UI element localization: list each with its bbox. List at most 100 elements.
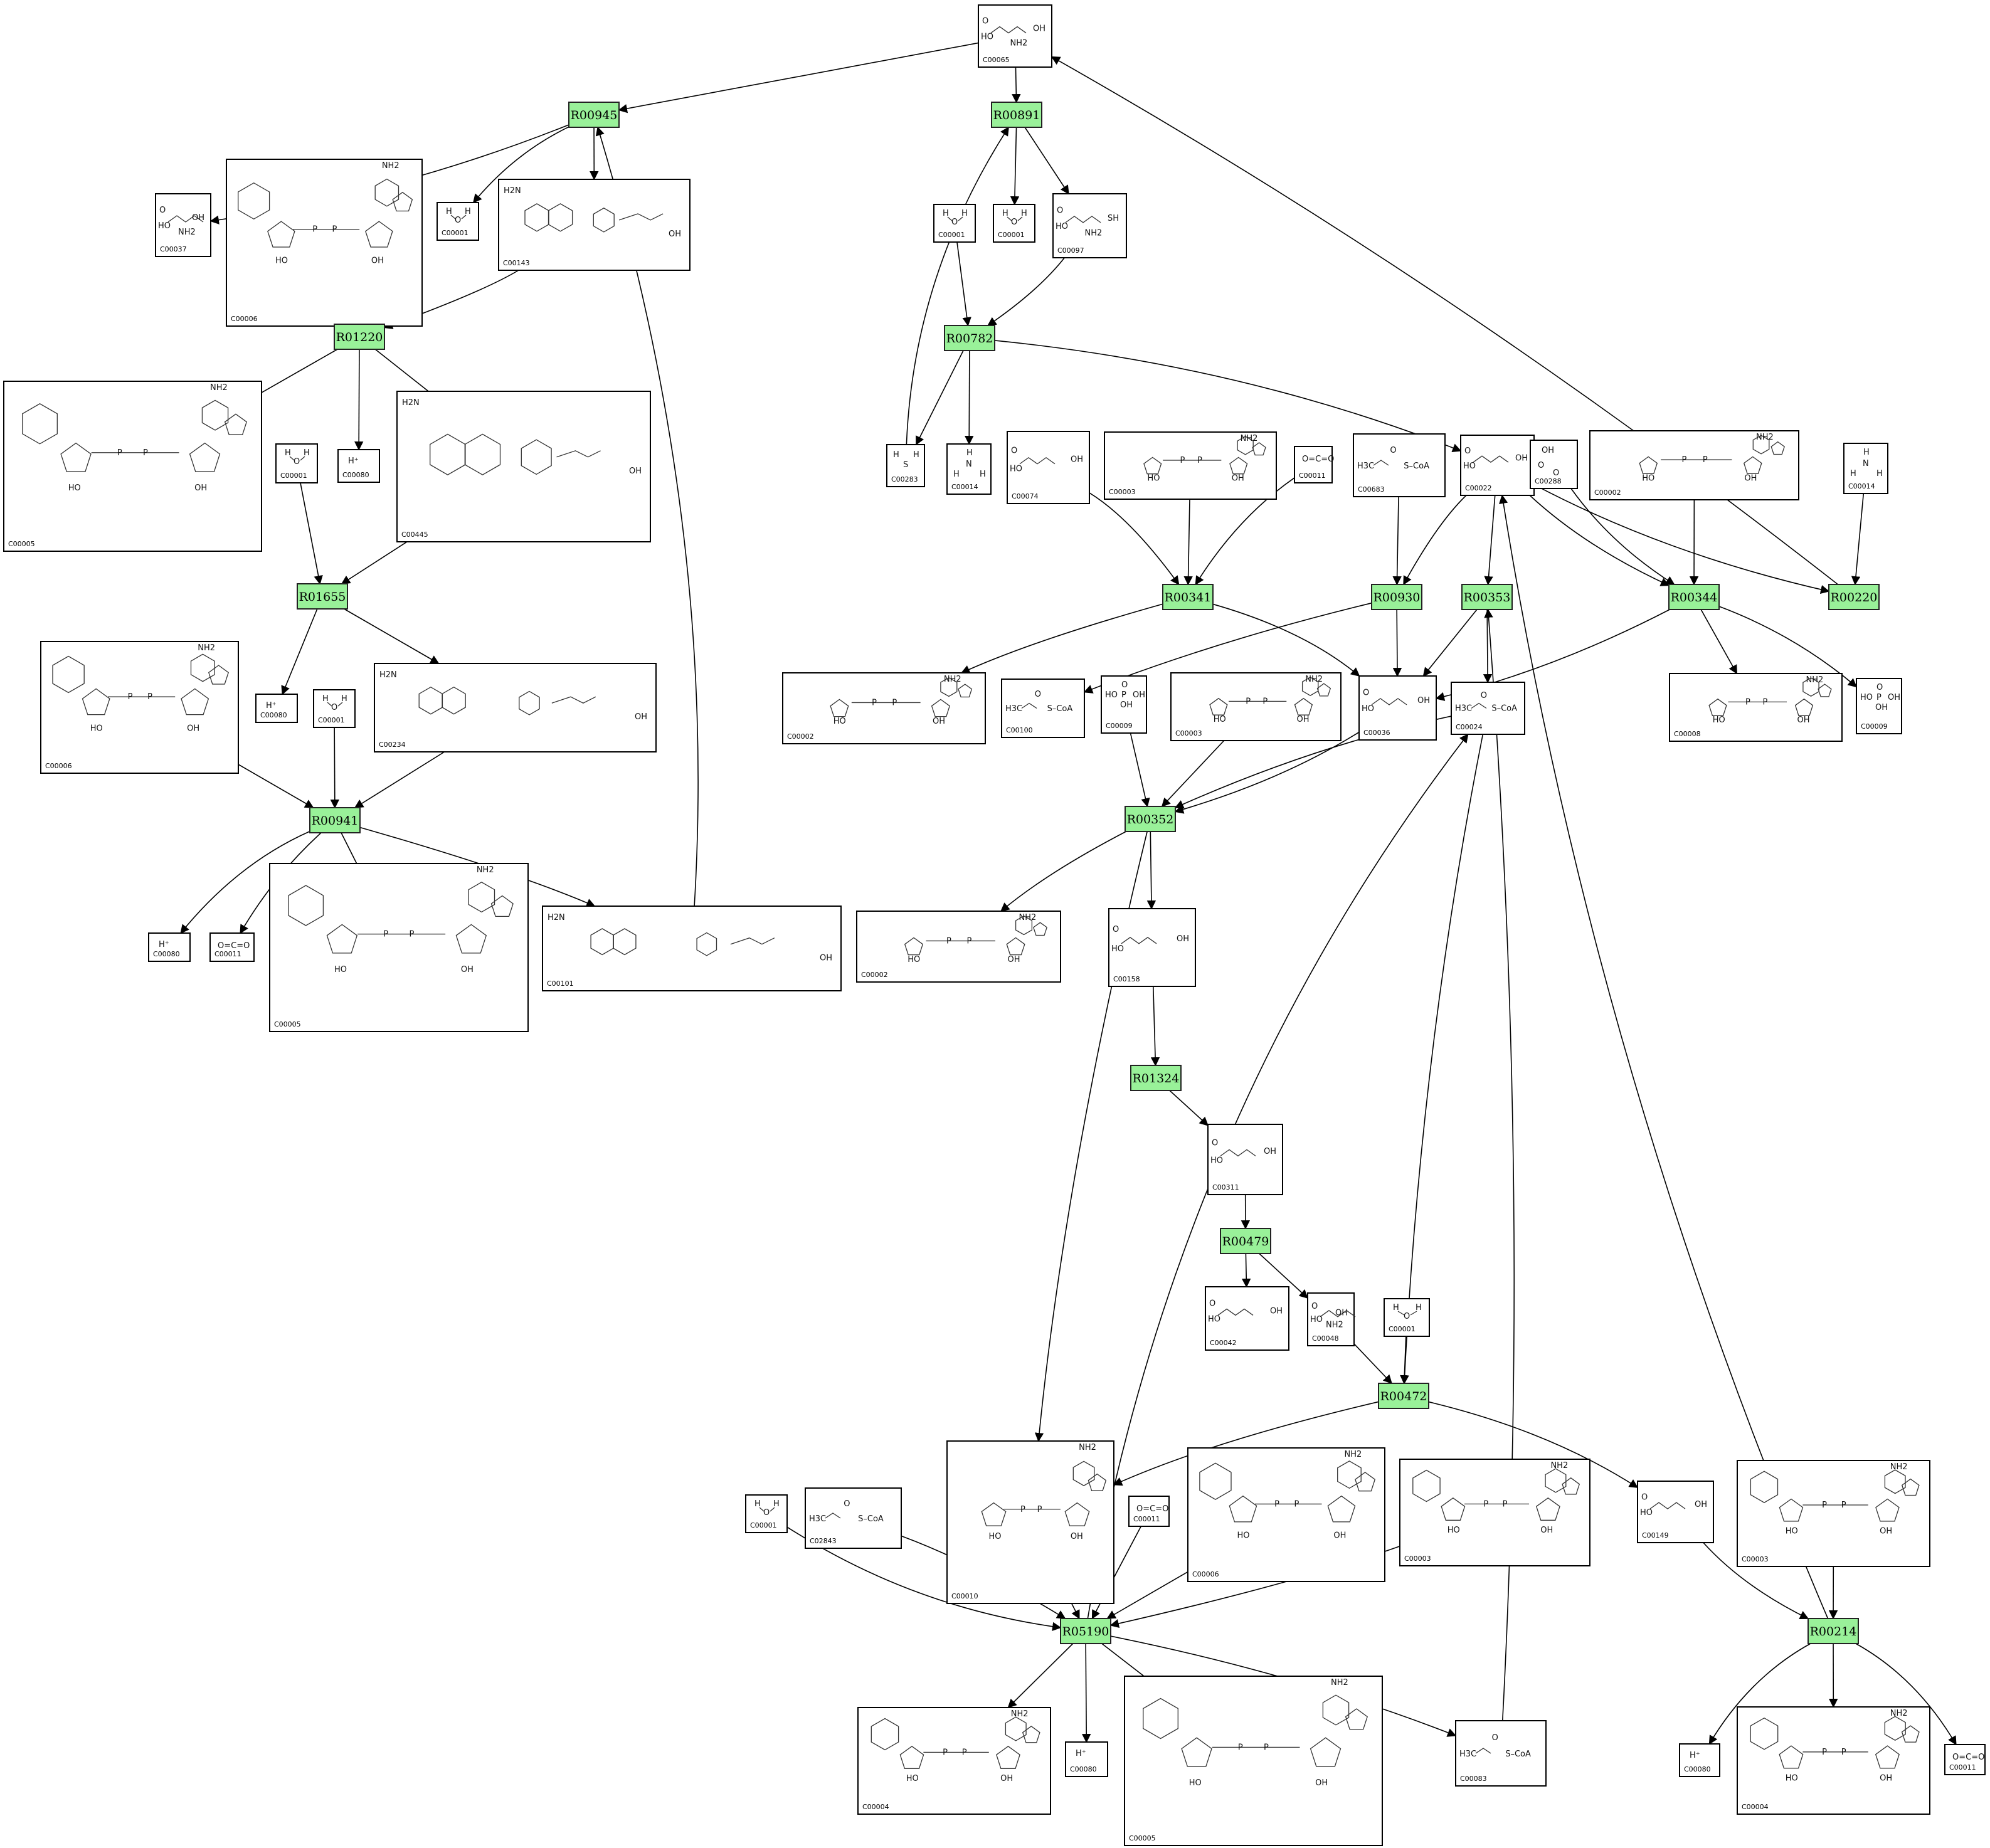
svg-text:HO: HO — [90, 724, 103, 733]
reaction-r00782[interactable]: R00782 — [944, 325, 995, 351]
compound-c00080c[interactable]: H⁺C00080 — [148, 932, 191, 962]
reaction-r00891[interactable]: R00891 — [991, 102, 1042, 128]
reaction-r00479[interactable]: R00479 — [1220, 1228, 1271, 1254]
reaction-r00945[interactable]: R00945 — [568, 102, 620, 128]
compound-id-label: C00004 — [1742, 1803, 1769, 1811]
reaction-r00353[interactable]: R00353 — [1461, 584, 1513, 610]
svg-text:OH: OH — [371, 256, 384, 265]
svg-text:NH2: NH2 — [1806, 675, 1824, 685]
svg-text:H3C: H3C — [1357, 462, 1374, 471]
svg-text:OH: OH — [629, 467, 642, 476]
reaction-r00214[interactable]: R00214 — [1807, 1618, 1859, 1644]
reaction-r00930[interactable]: R00930 — [1371, 584, 1422, 610]
compound-c00080d[interactable]: H⁺C00080 — [1065, 1741, 1108, 1777]
svg-text:NH2: NH2 — [1079, 1443, 1096, 1452]
svg-text:P: P — [1745, 697, 1750, 707]
compound-id-label: C00011 — [214, 950, 241, 958]
compound-id-label: C00080 — [1684, 1765, 1711, 1773]
reaction-r01220[interactable]: R01220 — [334, 324, 385, 350]
reaction-r00220[interactable]: R00220 — [1828, 584, 1880, 610]
reaction-r00352[interactable]: R00352 — [1125, 806, 1176, 832]
reaction-r00344[interactable]: R00344 — [1668, 584, 1720, 610]
reaction-r00472[interactable]: R00472 — [1378, 1383, 1429, 1409]
structure-glyph: H⁺ — [159, 940, 169, 949]
svg-text:S–CoA: S–CoA — [1404, 462, 1429, 471]
reaction-r05190[interactable]: R05190 — [1060, 1618, 1111, 1644]
compound-box — [1065, 1741, 1108, 1777]
reaction-r01324[interactable]: R01324 — [1130, 1065, 1182, 1091]
svg-text:HO: HO — [1463, 462, 1476, 471]
structure-glyph: H⁺ — [348, 457, 359, 466]
reaction-r00341[interactable]: R00341 — [1162, 584, 1214, 610]
compound-c00080a[interactable]: H⁺C00080 — [337, 449, 380, 483]
reaction-r01655[interactable]: R01655 — [297, 583, 348, 610]
reaction-r00941[interactable]: R00941 — [309, 807, 361, 833]
compound-id-label: C00042 — [1210, 1339, 1237, 1347]
svg-text:P: P — [332, 225, 337, 235]
compound-box — [1187, 1447, 1385, 1582]
edge-c00065-to-r00945 — [618, 42, 979, 114]
compound-c00080b[interactable]: H⁺C00080 — [255, 694, 298, 723]
edge-r00352-to-c00002c — [1000, 831, 1126, 912]
compound-id-label: C00009 — [1106, 722, 1133, 730]
svg-text:H: H — [953, 470, 960, 479]
compound-c00080e[interactable]: H⁺C00080 — [1679, 1743, 1720, 1777]
edge-r01655-to-c00080b — [281, 608, 318, 695]
